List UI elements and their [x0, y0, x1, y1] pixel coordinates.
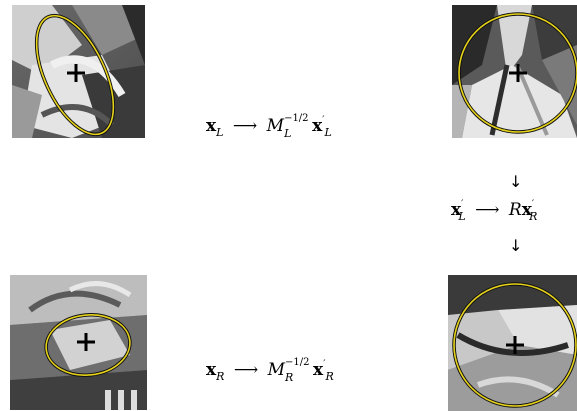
- plus-marker: [77, 333, 95, 351]
- ellipse-right-bottom: [45, 314, 131, 376]
- circle-left-normalized: [458, 13, 577, 133]
- equation-rotation: x′L ⟶ Rx′R: [451, 199, 538, 223]
- circle-right-normalized: [453, 283, 577, 407]
- ellipse-left-top: [35, 14, 115, 136]
- plus-marker: [506, 336, 524, 354]
- patch-left-original: [12, 5, 145, 138]
- patch-left-normalized: [452, 5, 577, 138]
- down-arrow-icon: ↓: [509, 236, 523, 255]
- patch-right-original: [10, 275, 147, 410]
- down-arrow-icon: ↓: [509, 172, 523, 191]
- plus-marker: [67, 64, 85, 82]
- patch-right-normalized: [448, 275, 577, 411]
- plus-marker: [509, 64, 527, 82]
